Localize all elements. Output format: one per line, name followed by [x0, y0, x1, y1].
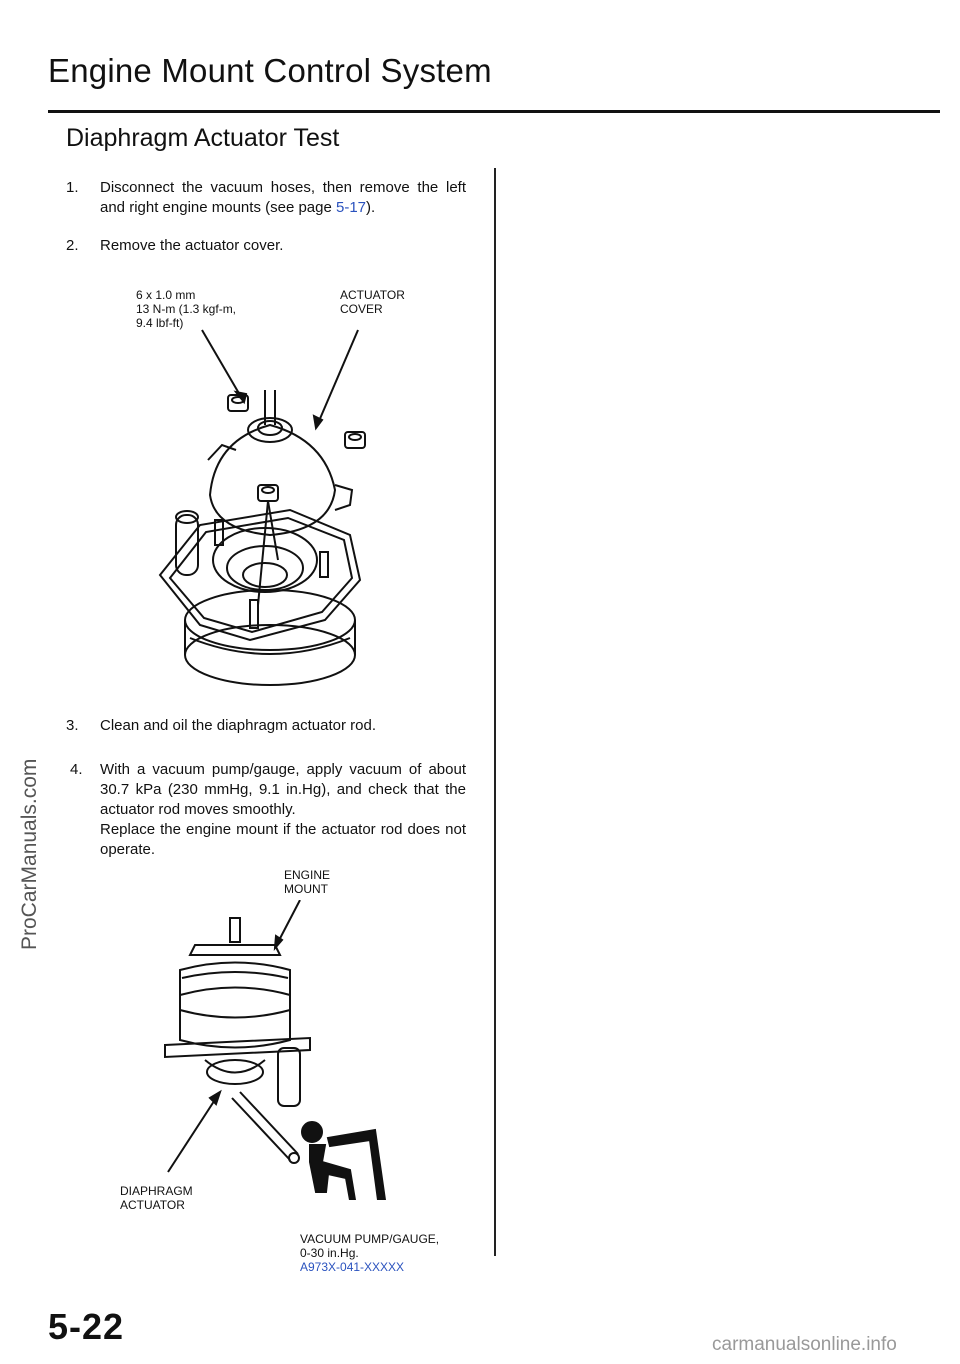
step-number: 3. [66, 717, 79, 734]
diaphragm-actuator-label: DIAPHRAGM ACTUATOR [120, 1184, 193, 1212]
step-number: 1. [66, 179, 79, 196]
bolt-spec-label: 6 x 1.0 mm 13 N-m (1.3 kgf-m, 9.4 lbf-ft… [136, 288, 237, 330]
side-watermark: ProCarManuals.com [18, 758, 41, 950]
actuator-cover-illustration [158, 329, 366, 686]
step-1: 1. Disconnect the vacuum hoses, then rem… [66, 178, 466, 218]
tool-number-link[interactable]: A973X-041-XXXXX [300, 1260, 405, 1274]
step-3: 3. Clean and oil the diaphragm actuator … [66, 716, 466, 736]
step-number: 2. [66, 237, 79, 254]
step-text: Disconnect the vacuum hoses, then remove… [100, 179, 466, 216]
page-title: Engine Mount Control System [48, 52, 492, 89]
engine-mount-illustration [164, 900, 387, 1200]
step-2: 2. Remove the actuator cover. [66, 236, 466, 256]
page-number: 5-22 [48, 1306, 125, 1347]
vacuum-pump-label: VACUUM PUMP/GAUGE, 0-30 in.Hg. A973X-041… [300, 1232, 440, 1274]
bottom-watermark: carmanualsonline.info [712, 1334, 897, 1355]
engine-mount-label: ENGINE MOUNT [284, 868, 331, 896]
step-4: 4. With a vacuum pump/gauge, apply vacuu… [66, 760, 466, 860]
column-divider [494, 168, 496, 1256]
section-title: Diaphragm Actuator Test [66, 124, 340, 152]
step-note: Replace the engine mount if the actuator… [100, 821, 466, 858]
actuator-cover-label: ACTUATOR COVER [340, 288, 405, 316]
step-text: With a vacuum pump/gauge, apply vacuum o… [100, 761, 466, 818]
step-number: 4. [70, 761, 83, 778]
step-text: Remove the actuator cover. [100, 237, 284, 254]
page-link[interactable]: 5-17 [336, 199, 367, 216]
title-rule [48, 110, 940, 113]
step-text: Clean and oil the diaphragm actuator rod… [100, 717, 377, 734]
